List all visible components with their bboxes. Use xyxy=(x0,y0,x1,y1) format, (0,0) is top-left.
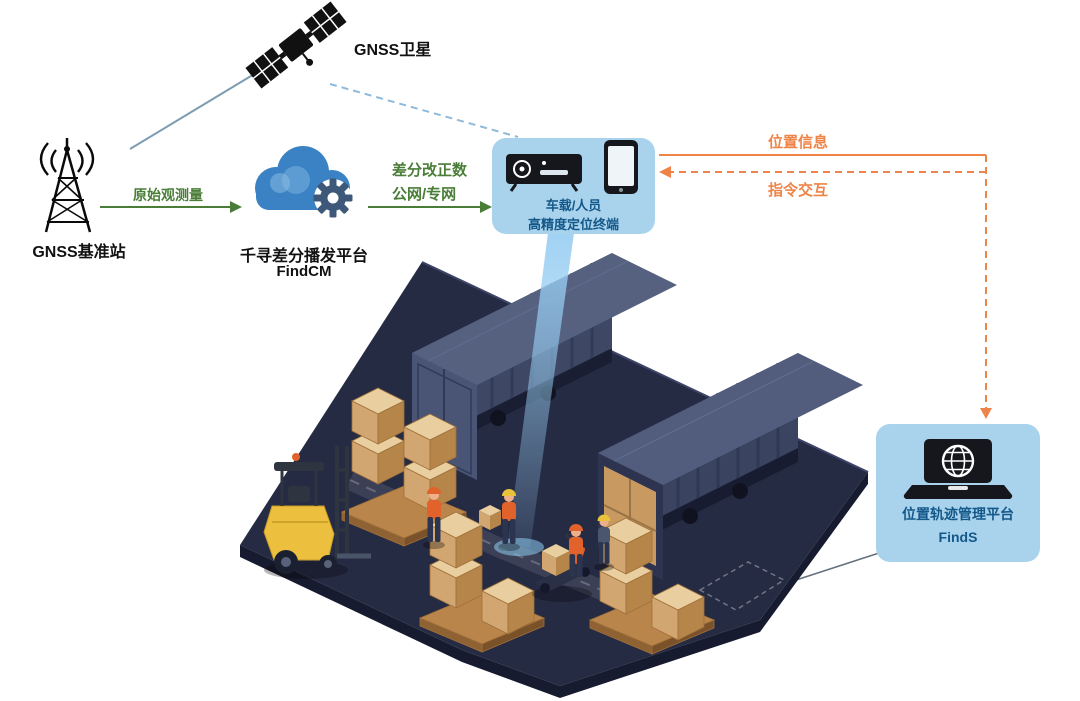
link-correction-arrow xyxy=(368,201,492,213)
correction-label-line2: 公网/专网 xyxy=(392,186,457,203)
forklift xyxy=(263,446,371,579)
terminal-label-line1: 车载/人员 xyxy=(545,198,602,214)
satellite-label: GNSS卫星 xyxy=(354,42,432,59)
correction-label-line1: 差分改正数 xyxy=(392,162,468,179)
link-platform-to-scene xyxy=(792,552,880,582)
pallet-stack-c xyxy=(588,517,716,655)
link-satellite-to-base xyxy=(129,72,257,150)
satellite-icon xyxy=(245,1,347,89)
worker-3 xyxy=(569,524,583,577)
management-platform-panel: 位置轨迹管理平台 FindS xyxy=(876,424,1040,562)
pallet-jack xyxy=(532,533,592,602)
position-info-label: 位置信息 xyxy=(768,134,829,151)
base-station-icon xyxy=(39,138,95,233)
laptop-globe-icon xyxy=(903,439,1013,500)
worker-1 xyxy=(423,487,445,549)
raw-observation-label: 原始观测量 xyxy=(133,187,203,203)
worker-4 xyxy=(594,514,614,571)
worker-2 xyxy=(479,489,520,551)
cloud-platform-label: 千寻差分播发平台 xyxy=(239,248,368,265)
vehicle-terminal-icon xyxy=(505,154,582,193)
link-position-info-arrow xyxy=(659,154,992,419)
warehouse-scene xyxy=(240,233,869,698)
link-satellite-to-terminal xyxy=(329,83,519,138)
smartphone-icon xyxy=(603,140,638,195)
management-platform-label: 位置轨迹管理平台 xyxy=(902,506,1014,523)
command-interaction-label: 指令交互 xyxy=(768,182,829,199)
link-command-arrow xyxy=(659,166,986,178)
pallet-stack-b xyxy=(418,511,546,653)
terminal-panel: 车载/人员 高精度定位终端 xyxy=(492,138,655,234)
link-raw-observation-arrow xyxy=(100,201,242,213)
findcm-label: FindCM xyxy=(276,263,332,280)
cloud-icon xyxy=(255,146,353,218)
terminal-label-line2: 高精度定位终端 xyxy=(527,217,619,232)
gear-icon xyxy=(313,178,353,218)
terminal-devices-icon xyxy=(505,140,638,195)
base-station-label: GNSS基准站 xyxy=(32,244,126,261)
floor-zone-marking xyxy=(698,561,786,611)
finds-label: FindS xyxy=(938,529,978,545)
